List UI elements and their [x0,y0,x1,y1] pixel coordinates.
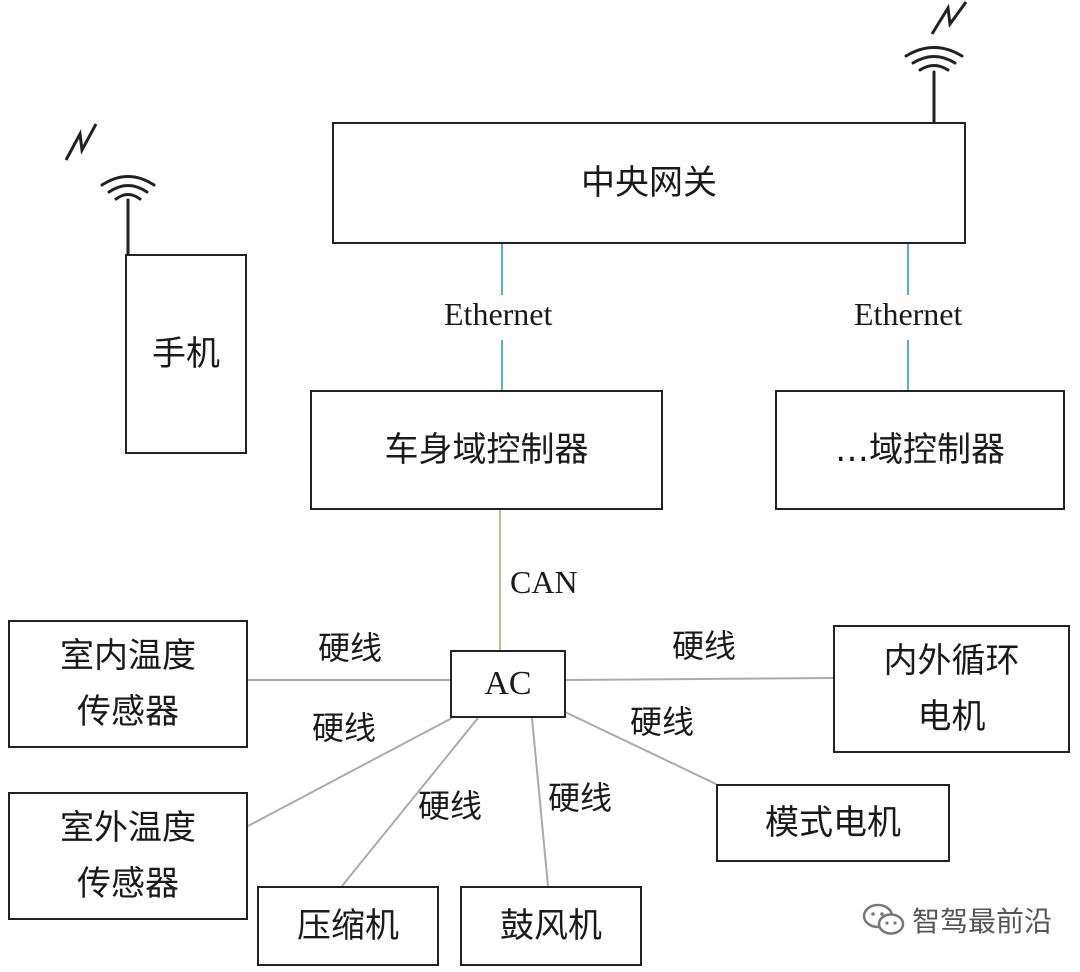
hardwire-label-blower: 硬线 [548,779,613,817]
blower-label: 鼓风机 [500,905,602,946]
antenna-icon [904,46,964,124]
body-domain-controller-box: 车身域控制器 [310,390,663,510]
hardwire-label-indoor: 硬线 [318,629,383,667]
central-gateway-box: 中央网关 [332,122,966,244]
other-domain-controller-box: …域控制器 [775,390,1065,510]
blower-box: 鼓风机 [460,886,642,966]
wire-line-outdoor [247,717,453,827]
antenna-icon [100,175,156,258]
recirc-motor-box: 内外循环 电机 [833,625,1070,753]
mode-motor-box: 模式电机 [716,784,950,862]
recirc-motor-label: 内外循环 电机 [883,640,1020,737]
body-domain-controller-label: 车身域控制器 [384,429,589,470]
indoor-temp-sensor-label: 室内温度 传感器 [60,635,196,732]
ethernet-label-left: Ethernet [444,296,553,332]
wire-line-blower [531,717,549,887]
ac-controller-box: AC [450,650,566,718]
wechat-icon [862,903,905,935]
watermark-text: 智驾最前沿 [912,905,1053,938]
can-label: CAN [510,564,578,600]
outdoor-temp-sensor-box: 室外温度 传感器 [8,792,248,920]
indoor-temp-sensor-box: 室内温度 传感器 [8,620,248,748]
hardwire-label-recirc: 硬线 [672,627,737,665]
other-domain-controller-label: …域控制器 [835,429,1005,470]
wire-line-compressor [341,717,479,887]
ethernet-label-right: Ethernet [854,296,963,332]
ac-controller-label: AC [484,664,532,702]
watermark: 智驾最前沿 [862,900,1052,940]
phone-box: 手机 [125,254,247,454]
hardwire-label-compressor: 硬线 [418,787,483,825]
wire-line-recirc [564,677,834,681]
central-gateway-label: 中央网关 [581,162,717,203]
wire-line-mode [564,711,717,785]
lightning-icon [930,1,968,35]
lightning-icon [64,123,98,161]
hardwire-label-outdoor: 硬线 [312,709,377,747]
compressor-box: 压缩机 [257,886,439,966]
mode-motor-label: 模式电机 [765,802,901,843]
phone-label: 手机 [152,333,220,374]
hardwire-label-mode: 硬线 [630,703,695,741]
compressor-label: 压缩机 [297,905,399,946]
outdoor-temp-sensor-label: 室外温度 传感器 [60,807,196,904]
